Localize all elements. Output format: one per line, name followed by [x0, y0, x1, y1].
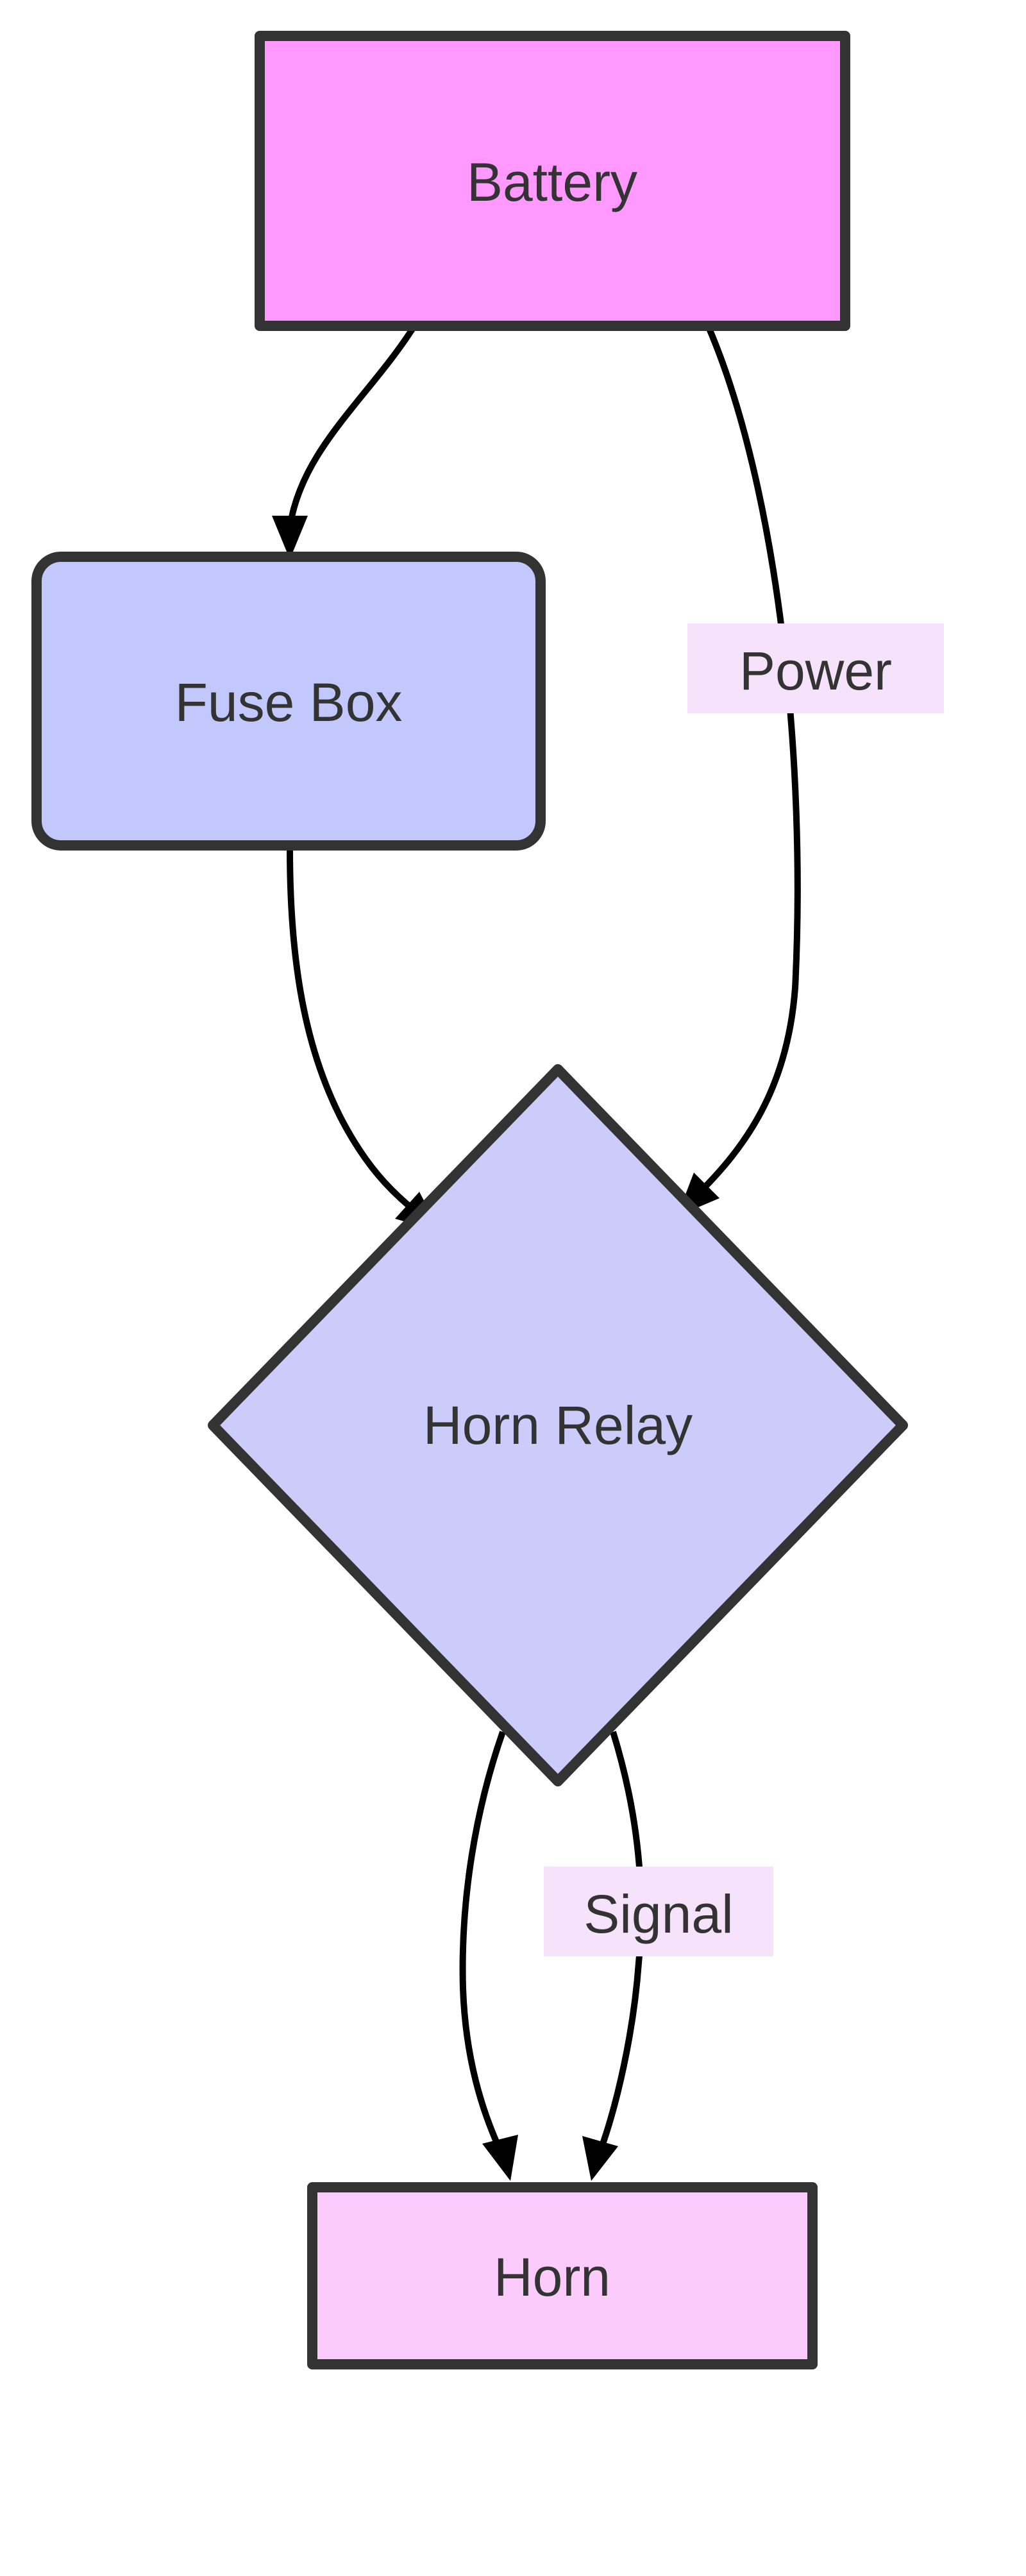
edge-path-fusebox-hornrelay [287, 847, 419, 1215]
edge-path-hornrelay-horn-right [598, 1731, 644, 2149]
power-label-text: Power [739, 641, 892, 701]
edge-battery-to-hornrelay[interactable] [677, 326, 801, 1216]
edge-path-hornrelay-horn-left [459, 1731, 506, 2149]
edge-label-signal: Signal [544, 1867, 773, 1956]
fusebox-node-label: Fuse Box [175, 672, 403, 733]
edge-battery-to-fusebox[interactable] [272, 325, 417, 559]
fusebox-node-shape [31, 552, 546, 851]
power-label-background [687, 623, 944, 713]
hornrelay-node-shape [208, 1064, 908, 1786]
arrowhead-hornrelay-horn-right [582, 2136, 618, 2181]
battery-node-label: Battery [467, 152, 637, 212]
signal-label-text: Signal [584, 1884, 734, 1944]
signal-label-background [544, 1867, 773, 1956]
arrowhead-battery-fusebox [272, 516, 308, 559]
edge-hornrelay-to-horn-left[interactable] [459, 1731, 518, 2181]
edge-labels-layer: Power Signal [544, 623, 944, 1956]
edge-label-power: Power [687, 623, 944, 713]
horn-node-shape [307, 2182, 818, 2369]
battery-node-shape [255, 31, 850, 331]
nodes-layer: Battery Fuse Box Horn Relay Horn [31, 31, 908, 2369]
node-fusebox[interactable]: Fuse Box [31, 552, 546, 851]
node-hornrelay[interactable]: Horn Relay [208, 1064, 908, 1786]
edge-fusebox-to-hornrelay[interactable] [287, 847, 440, 1232]
edge-path-battery-fusebox [287, 325, 417, 528]
horn-node-label: Horn [494, 2247, 610, 2307]
node-horn[interactable]: Horn [307, 2182, 818, 2369]
edge-path-battery-hornrelay [696, 326, 801, 1196]
arrowhead-hornrelay-horn-left [482, 2135, 518, 2181]
node-battery[interactable]: Battery [255, 31, 850, 331]
hornrelay-node-label: Horn Relay [423, 1395, 693, 1455]
edge-hornrelay-to-horn-right[interactable] [582, 1731, 644, 2181]
